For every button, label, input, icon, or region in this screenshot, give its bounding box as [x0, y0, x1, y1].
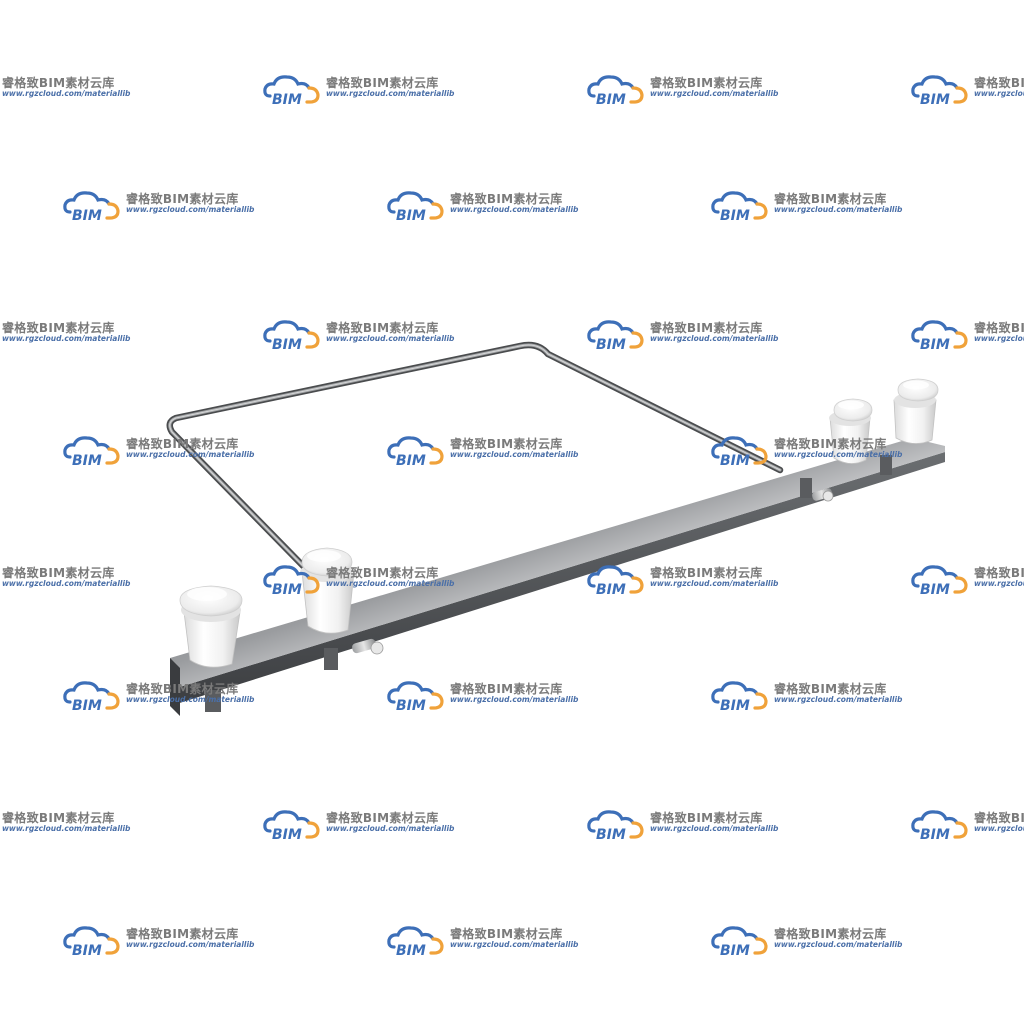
rod-frame: [166, 341, 784, 579]
cross-pins: [352, 488, 834, 655]
insulator-1: [179, 585, 243, 668]
bar-end-face: [170, 658, 180, 716]
bar-top-face: [170, 438, 945, 690]
insulator-2: [300, 547, 355, 634]
bar-brackets: [205, 455, 892, 712]
insulator-4: [893, 378, 939, 444]
insulator-3: [829, 398, 873, 464]
